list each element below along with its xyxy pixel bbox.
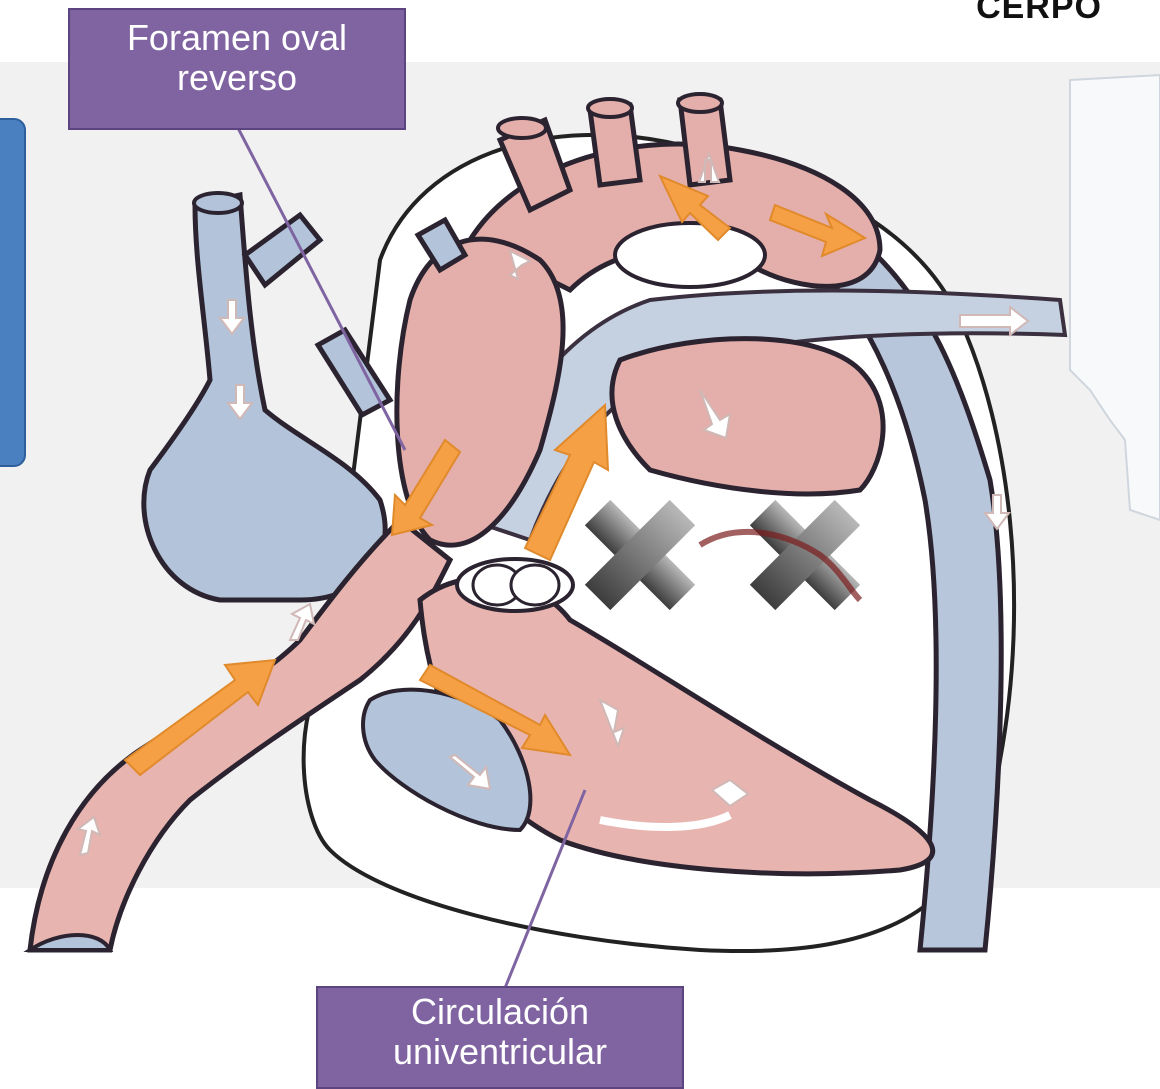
arch-branch-3-cap: [678, 94, 722, 112]
label-circulation-line2: univentricular: [318, 1032, 682, 1072]
label-foramen-oval-reverso: Foramen oval reverso: [68, 8, 406, 130]
valve-icon: [457, 559, 573, 611]
label-circulation-line1: Circulación: [318, 992, 682, 1032]
label-foramen-line1: Foramen oval: [70, 18, 404, 58]
arch-branch-2-cap: [588, 99, 632, 117]
left-atrium: [612, 339, 883, 494]
label-foramen-line2: reverso: [70, 58, 404, 98]
svc-cap: [194, 193, 242, 213]
arch-opening: [615, 223, 765, 287]
arch-branch-1-cap: [498, 118, 546, 138]
right-panel: [1070, 75, 1160, 520]
svc-branch: [245, 215, 320, 285]
label-circulacion-univentricular: Circulación univentricular: [316, 986, 684, 1089]
